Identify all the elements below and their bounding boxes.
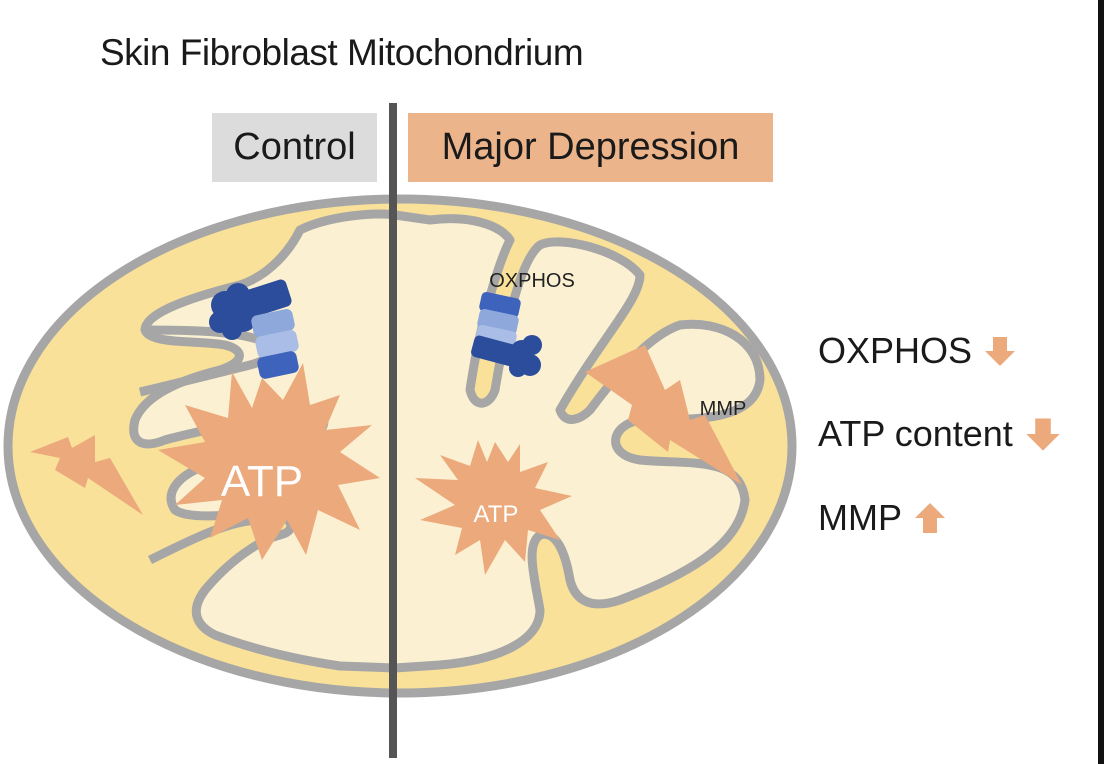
legend-label-mmp: MMP bbox=[818, 497, 902, 538]
legend-item-oxphos: OXPHOS bbox=[818, 330, 1018, 372]
depression-label-text: Major Depression bbox=[441, 126, 740, 168]
atp-label-control: ATP bbox=[221, 457, 303, 506]
arrow-down-icon bbox=[1026, 418, 1060, 451]
condition-divider bbox=[389, 103, 397, 758]
legend-label-atp-content: ATP content bbox=[818, 413, 1013, 454]
depression-label: Major Depression bbox=[408, 113, 773, 182]
arrow-down-icon bbox=[985, 337, 1016, 366]
atp-burst-depression bbox=[415, 440, 572, 575]
atp-label-depression: ATP bbox=[474, 501, 519, 528]
mmp-bolt-control bbox=[30, 435, 143, 515]
mmp-bolt-depression bbox=[585, 345, 742, 485]
right-edge-border bbox=[1098, 0, 1104, 764]
mmp-label-depression: MMP bbox=[700, 398, 747, 420]
legend-item-atp-content: ATP content bbox=[818, 413, 1063, 455]
arrow-up-icon bbox=[915, 503, 945, 533]
oxphos-complex-control bbox=[209, 279, 299, 379]
atp-burst-control bbox=[158, 363, 380, 560]
oxphos-label-depression: OXPHOS bbox=[489, 270, 575, 292]
legend-item-mmp: MMP bbox=[818, 497, 948, 539]
diagram-title: Skin Fibroblast Mitochondrium bbox=[100, 32, 584, 73]
control-label: Control bbox=[212, 113, 377, 182]
oxphos-complex-depression bbox=[471, 291, 542, 377]
legend-label-oxphos: OXPHOS bbox=[818, 330, 973, 371]
control-label-text: Control bbox=[233, 126, 356, 168]
